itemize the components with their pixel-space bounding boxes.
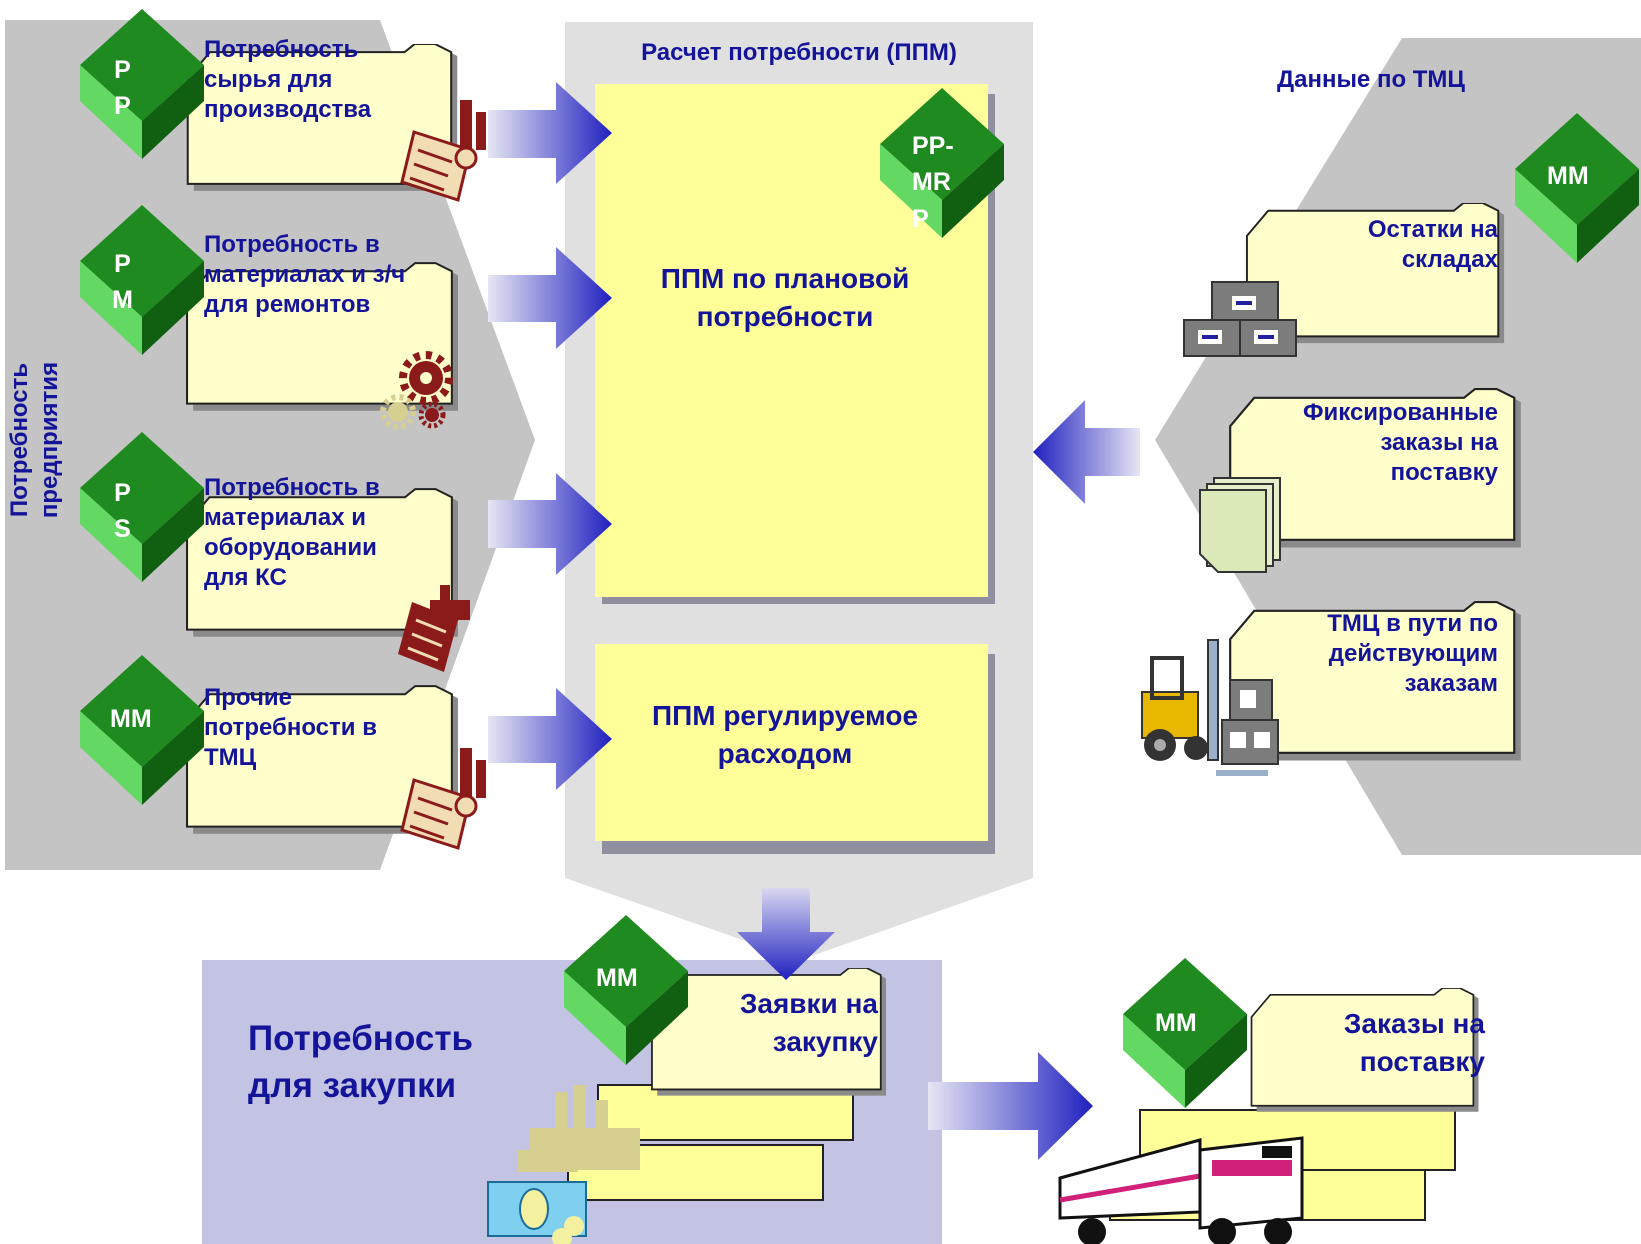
module-code-mm-supply: MM xyxy=(1155,1009,1197,1037)
arrow-production xyxy=(488,82,612,184)
factory-document-icon xyxy=(400,100,486,202)
factory-document-icon-2 xyxy=(400,748,486,850)
requisition-label: Заявки на закупку xyxy=(739,988,878,1057)
module-code-mm-left: MM xyxy=(110,705,152,733)
in-transit-label: ТМЦ в пути по действующим заказам xyxy=(1327,610,1498,697)
arrow-ks xyxy=(488,473,612,575)
need-ks-label: Потребность в материалах и оборудовании … xyxy=(204,474,380,591)
fixed-orders-label: Фиксированные заказы на поставку xyxy=(1303,399,1498,486)
left-panel-title: Потребность предприятия xyxy=(6,361,63,519)
stocks-label: Остатки на складах xyxy=(1367,216,1498,273)
gears-icon xyxy=(380,351,453,430)
arrow-other xyxy=(488,688,612,790)
module-code-mm-right: MM xyxy=(1547,162,1589,190)
module-code-pp: P P xyxy=(114,56,131,121)
purchase-panel-title: Потребность для закупки xyxy=(248,1019,473,1106)
arrow-repairs xyxy=(488,247,612,349)
consumption-box xyxy=(595,644,988,841)
consumption-box-label: ППМ регулируемое расходом xyxy=(651,700,919,769)
need-other-label: Прочие потребности в ТМЦ xyxy=(204,684,377,771)
planned-box-label: ППМ по плановой потребности xyxy=(660,263,910,332)
forklift-icon xyxy=(1141,639,1279,776)
warehouse-boxes-icon xyxy=(1183,281,1297,357)
paper-stack-icon xyxy=(1199,477,1281,573)
truck-icon xyxy=(1058,1136,1304,1244)
module-code-pm: P M xyxy=(112,250,133,315)
module-code-ps: P S xyxy=(114,479,131,544)
arrow-tmc-data xyxy=(1033,400,1140,504)
module-code-ppmrp: PP- MR P xyxy=(912,132,954,233)
arrow-to-supply xyxy=(928,1052,1093,1160)
factory-checklist-icon xyxy=(398,585,470,672)
need-production-label: Потребность сырья для производства xyxy=(204,36,372,123)
need-repairs-label: Потребность в материалах и з/ч для ремон… xyxy=(204,231,406,318)
right-panel-title: Данные по ТМЦ xyxy=(1277,66,1465,93)
supply-orders-label: Заказы на поставку xyxy=(1343,1008,1485,1077)
factory-money-icon xyxy=(487,1085,640,1244)
arrow-to-purchase xyxy=(737,888,835,980)
module-code-mm-requisition: MM xyxy=(596,964,638,992)
center-panel-title: Расчет потребности (ППМ) xyxy=(641,39,957,66)
